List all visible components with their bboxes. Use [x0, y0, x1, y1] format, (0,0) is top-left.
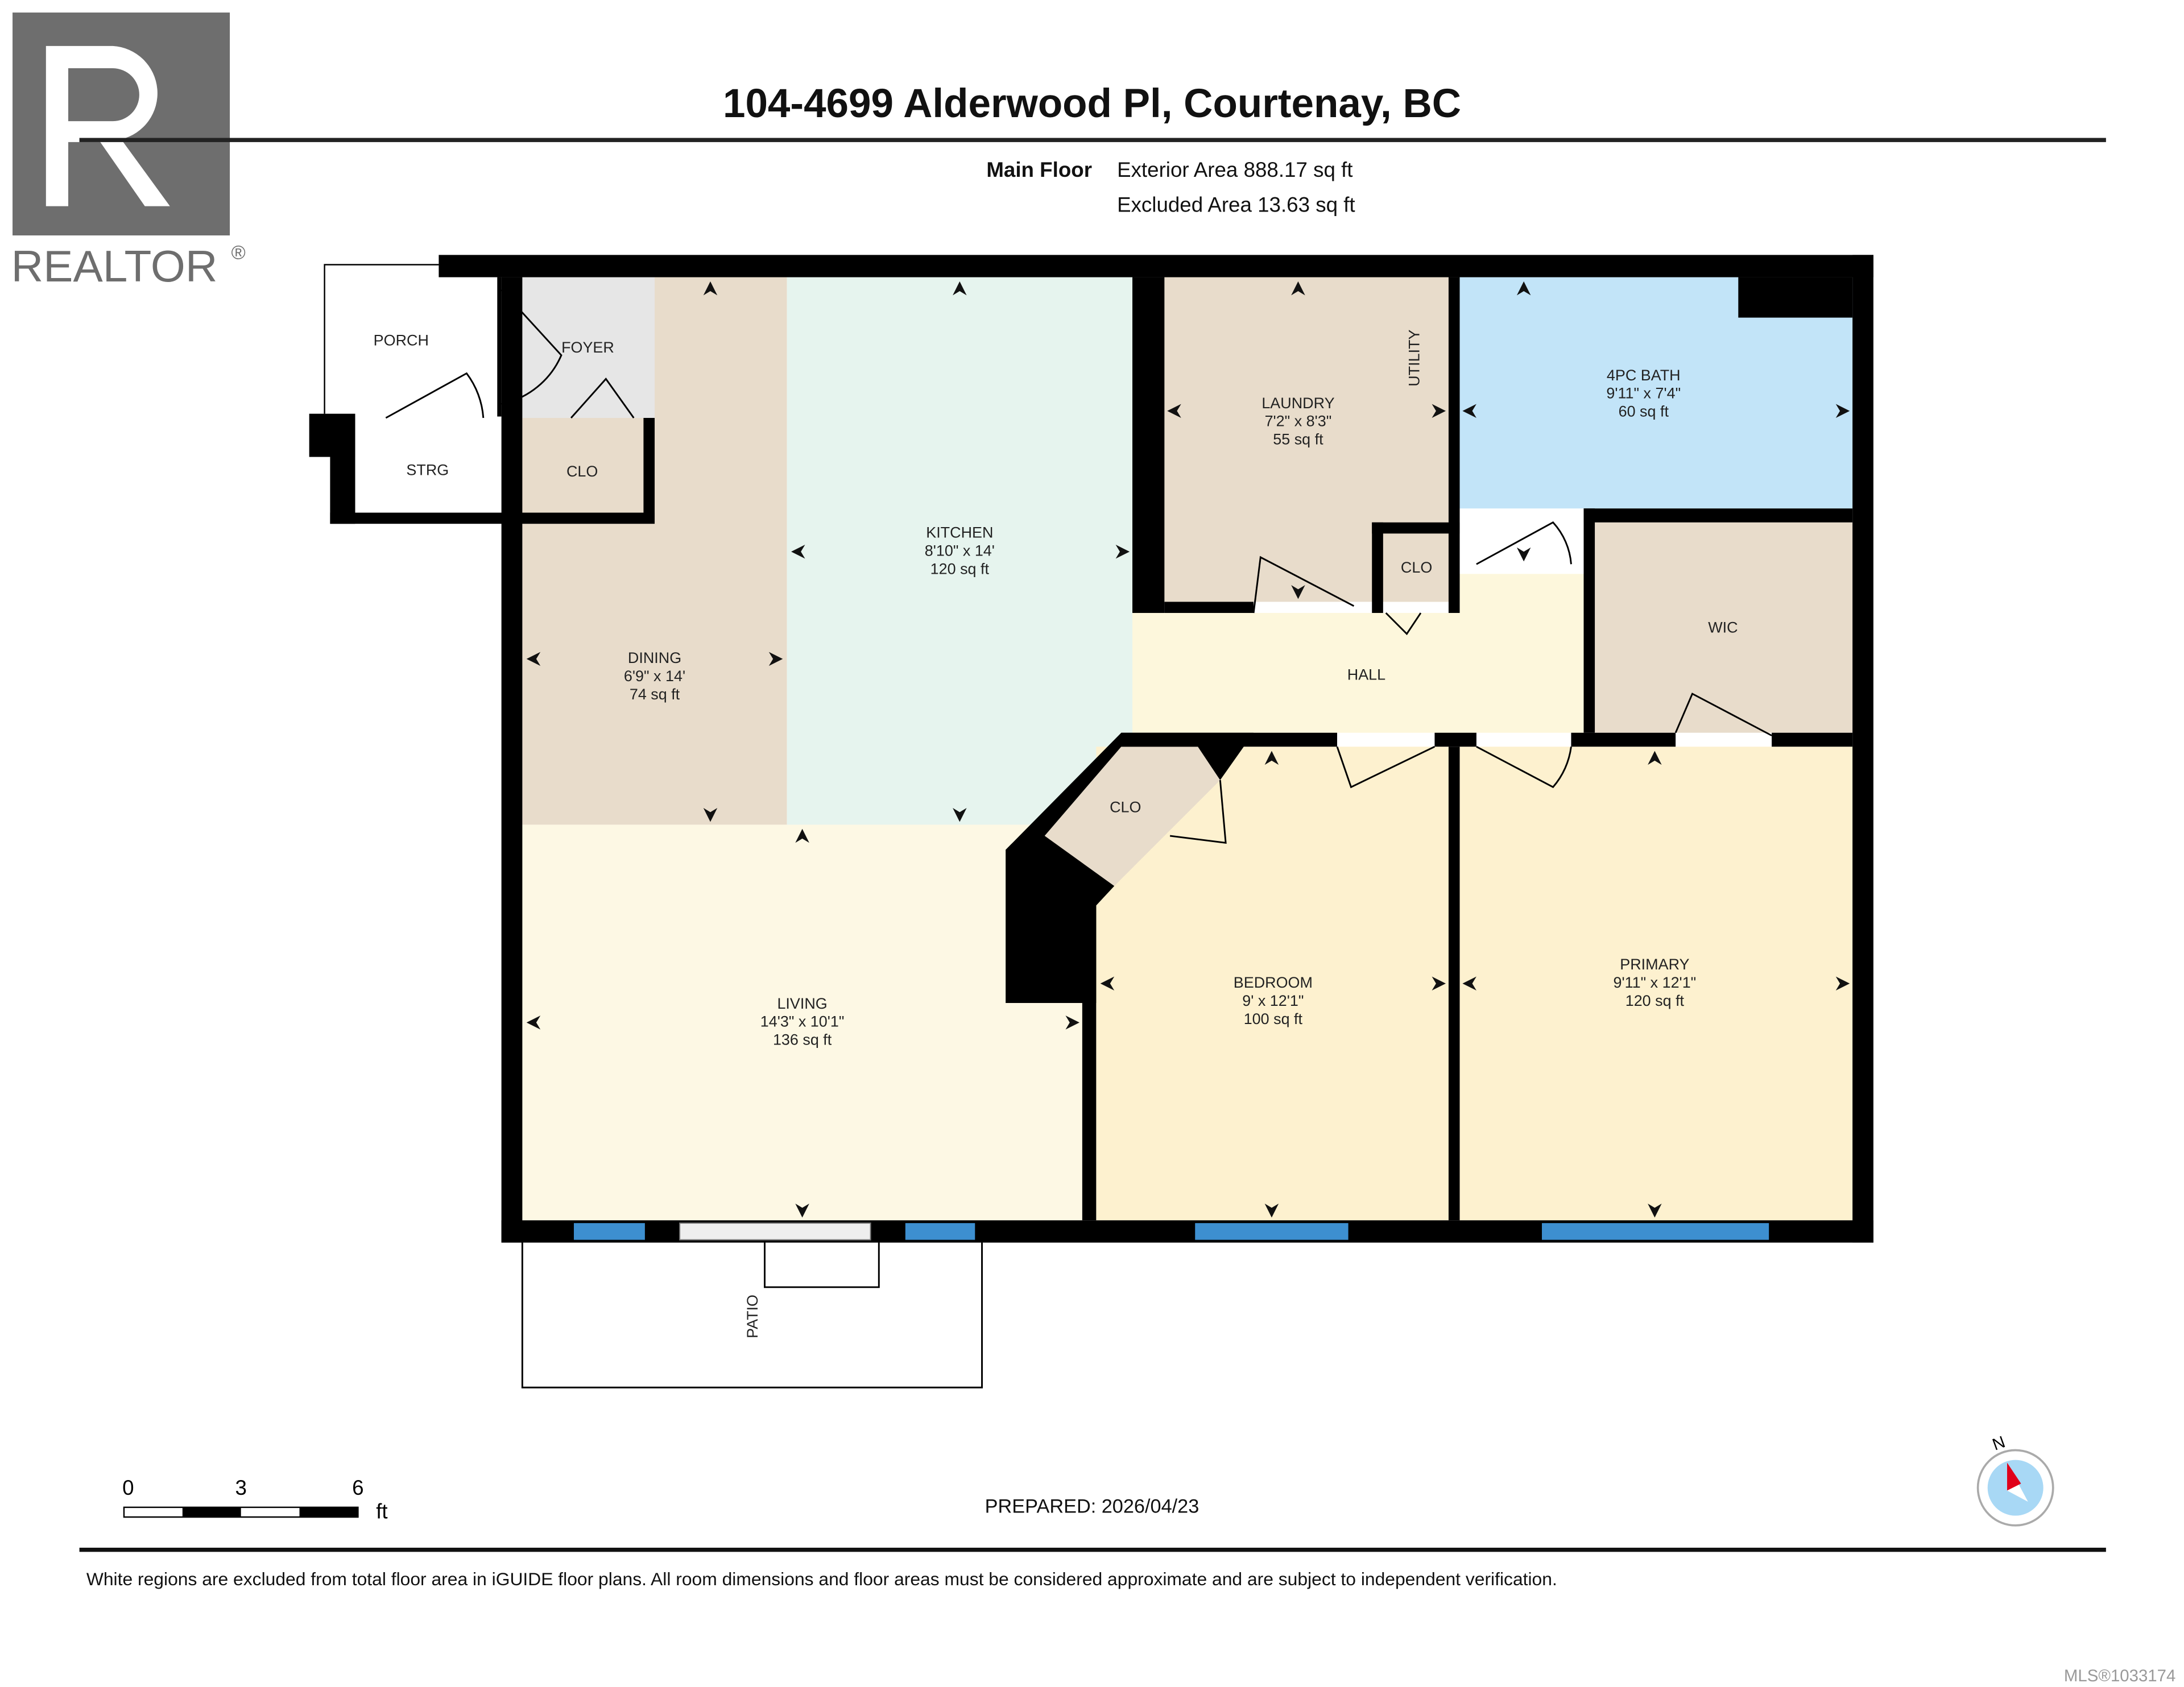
- dimension-arrow-icon: [768, 652, 783, 666]
- floor-label: Main Floor: [986, 158, 1092, 181]
- footer-rule: [79, 1547, 2106, 1552]
- header-rule: [79, 138, 2106, 142]
- dimension-arrow-icon: [1462, 404, 1476, 418]
- dimension-arrow-icon: [526, 1015, 541, 1030]
- dimension-arrow-icon: [1516, 547, 1531, 562]
- windows: [573, 1222, 1769, 1241]
- dimension-arrow-icon: [703, 808, 718, 822]
- primary-name: PRIMARY: [1620, 956, 1689, 973]
- room-primary: [1459, 747, 1853, 1221]
- dimension-arrow-icon: [1115, 544, 1130, 559]
- dining-area: 74 sq ft: [630, 686, 680, 703]
- patio: [521, 1242, 983, 1388]
- bedroom-dims: 9' x 12'1": [1242, 992, 1304, 1009]
- utility-label: UTILITY: [1406, 329, 1423, 386]
- dimension-arrow-icon: [1291, 281, 1305, 296]
- primary-area: 120 sq ft: [1625, 992, 1685, 1009]
- window: [573, 1223, 645, 1240]
- dimension-arrow-icon: [526, 652, 541, 666]
- clo-bedroom-label: CLO: [1110, 798, 1141, 815]
- hall-label: HALL: [1347, 666, 1385, 683]
- room-wic: [1595, 522, 1853, 733]
- scale-tick-3: 3: [235, 1476, 246, 1499]
- dimension-arrows: [526, 281, 1850, 1218]
- bath-dims: 9'11" x 7'4": [1606, 385, 1681, 402]
- dining-name: DINING: [628, 649, 681, 666]
- strg-label: STRG: [406, 461, 449, 478]
- dimension-arrow-icon: [1100, 976, 1115, 990]
- room-clo-hall: [1383, 533, 1449, 602]
- room-living: [522, 824, 1082, 1221]
- doors: [385, 289, 1772, 844]
- window: [1195, 1223, 1349, 1240]
- patio-label: PATIO: [744, 1295, 761, 1338]
- room-labels: PORCH FOYER STRG CLO DINING 6'9" x 14' 7…: [374, 329, 1738, 1338]
- dimension-arrow-icon: [795, 828, 809, 843]
- primary-dims: 9'11" x 12'1": [1614, 974, 1697, 991]
- laundry-name: LAUNDRY: [1261, 395, 1334, 412]
- dimension-arrow-icon: [791, 544, 805, 559]
- realtor-logo: REALTOR ®: [11, 13, 246, 291]
- kitchen-area: 120 sq ft: [930, 560, 990, 577]
- laundry-area: 55 sq ft: [1273, 431, 1323, 448]
- dimension-arrow-icon: [1291, 585, 1305, 599]
- room-clo-bedroom: [1044, 747, 1221, 886]
- dimension-arrow-icon: [1648, 1203, 1662, 1218]
- room-hall: [1132, 574, 1584, 733]
- disclaimer: White regions are excluded from total fl…: [86, 1569, 1557, 1589]
- bath-area: 60 sq ft: [1619, 403, 1669, 420]
- exterior-area: Exterior Area 888.17 sq ft: [1117, 158, 1352, 181]
- dimension-arrow-icon: [1264, 751, 1279, 765]
- dimension-arrow-icon: [1264, 1203, 1279, 1218]
- room-strg: [355, 429, 499, 513]
- dining-dims: 6'9" x 14': [624, 668, 685, 685]
- living-name: LIVING: [777, 995, 827, 1012]
- wic-label: WIC: [1708, 619, 1738, 636]
- room-kitchen: [787, 277, 1133, 825]
- excluded-area: Excluded Area 13.63 sq ft: [1117, 193, 1355, 216]
- patio-door[interactable]: [679, 1222, 871, 1241]
- dimension-arrow-icon: [1432, 404, 1446, 418]
- kitchen-name: KITCHEN: [926, 524, 993, 541]
- porch-label: PORCH: [374, 332, 429, 349]
- laundry-dims: 7'2" x 8'3": [1265, 413, 1332, 430]
- mls-number: MLS®1033174: [2064, 1667, 2175, 1685]
- compass-north-label: N: [1990, 1432, 2008, 1454]
- living-dims: 14'3" x 10'1": [760, 1013, 845, 1030]
- clo-foyer-label: CLO: [566, 463, 598, 480]
- dimension-arrow-icon: [1835, 404, 1850, 418]
- dimension-arrow-icon: [1462, 976, 1476, 990]
- dimension-arrow-icon: [1167, 404, 1181, 418]
- dimension-arrow-icon: [703, 281, 718, 296]
- dimension-arrow-icon: [1065, 1015, 1079, 1030]
- prepared-date: PREPARED: 2026/04/23: [985, 1496, 1199, 1518]
- clo-hall-label: CLO: [1401, 559, 1432, 576]
- room-fills: [355, 277, 1853, 1221]
- scale-tick-6: 6: [352, 1476, 363, 1499]
- scale-tick-0: 0: [122, 1476, 134, 1499]
- living-area: 136 sq ft: [773, 1031, 832, 1048]
- dimension-arrow-icon: [1835, 976, 1850, 990]
- page-title: 104-4699 Alderwood Pl, Courtenay, BC: [723, 81, 1461, 126]
- compass-icon: N: [1976, 1432, 2054, 1527]
- dimension-arrow-icon: [953, 281, 967, 296]
- bedroom-name: BEDROOM: [1234, 974, 1313, 991]
- scale-unit: ft: [376, 1500, 387, 1523]
- window: [905, 1223, 975, 1240]
- dimension-arrow-icon: [1432, 976, 1446, 990]
- kitchen-dims: 8'10" x 14': [925, 542, 995, 559]
- foyer-label: FOYER: [561, 339, 614, 356]
- dimension-arrow-icon: [1648, 751, 1662, 765]
- scale-bar: 0 3 6 ft: [122, 1476, 388, 1523]
- realtor-logo-text: REALTOR: [11, 241, 218, 291]
- bath-name: 4PC BATH: [1607, 367, 1681, 384]
- dimension-arrow-icon: [1516, 281, 1531, 296]
- window: [1542, 1223, 1769, 1240]
- bedroom-area: 100 sq ft: [1244, 1010, 1303, 1027]
- dimension-arrow-icon: [795, 1203, 809, 1218]
- dimension-arrow-icon: [953, 808, 967, 822]
- realtor-logo-mark: ®: [231, 242, 246, 264]
